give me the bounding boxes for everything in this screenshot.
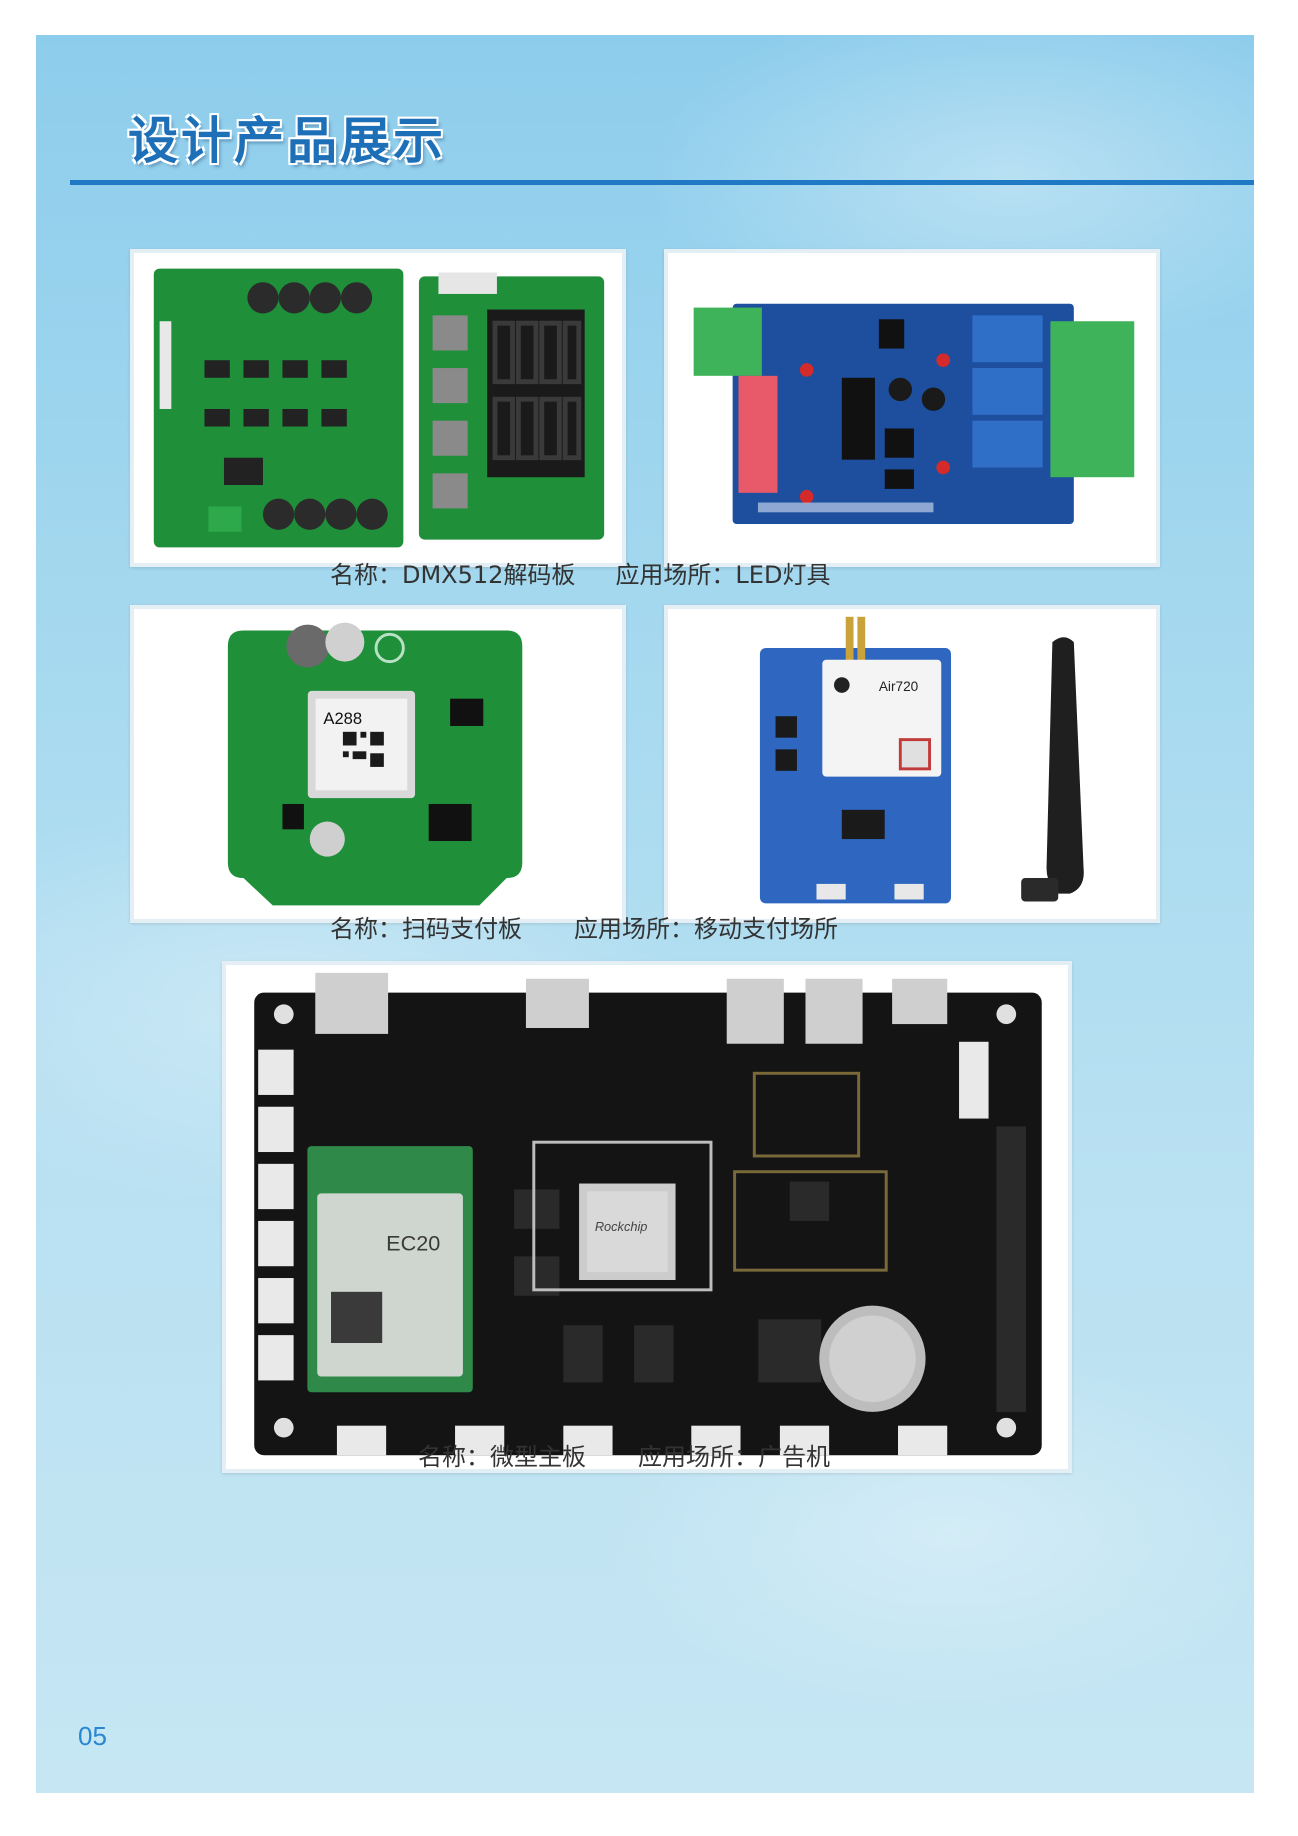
brochure-page: 设计产品展示 — [36, 35, 1254, 1793]
pcb-decoder-board-photo-icon — [136, 253, 620, 563]
caption-product-2: 名称：扫码支付板 应用场所：移动支付场所 — [330, 909, 838, 944]
caption-usage: 应用场所：移动支付场所 — [574, 915, 838, 943]
caption-product-3: 名称：微型主板 应用场所：广告机 — [418, 1437, 830, 1472]
pcb-relay-board-photo-icon — [670, 253, 1154, 563]
title-divider — [70, 180, 1254, 185]
chip-label-rockchip: Rockchip — [595, 1219, 648, 1234]
caption-usage: 应用场所：LED灯具 — [615, 561, 831, 589]
module-label-ec20: EC20 — [386, 1230, 440, 1255]
photo-dmx512-relay-board — [664, 249, 1160, 567]
photo-scan-pay-board: A288 — [130, 605, 626, 923]
photo-mini-mainboard: EC20 Rockchip — [222, 961, 1072, 1473]
photo-dmx512-decoder-board — [130, 249, 626, 567]
photo-4g-module-board: Air720 — [664, 605, 1160, 923]
pcb-4g-module-board-photo-icon: Air720 — [670, 609, 1154, 919]
caption-product-1: 名称：DMX512解码板 应用场所：LED灯具 — [330, 555, 830, 590]
module-label-a288: A288 — [323, 709, 362, 728]
caption-name: 名称：扫码支付板 — [330, 915, 522, 943]
module-label-air720: Air720 — [879, 679, 919, 694]
page-title: 设计产品展示 — [128, 112, 446, 170]
caption-name: 名称：微型主板 — [418, 1443, 586, 1471]
pcb-scan-pay-board-photo-icon: A288 — [136, 609, 620, 919]
caption-name: 名称：DMX512解码板 — [330, 561, 576, 589]
caption-usage: 应用场所：广告机 — [638, 1443, 830, 1471]
page-number: 05 — [78, 1721, 107, 1751]
pcb-mini-mainboard-photo-icon: EC20 Rockchip — [228, 965, 1066, 1469]
